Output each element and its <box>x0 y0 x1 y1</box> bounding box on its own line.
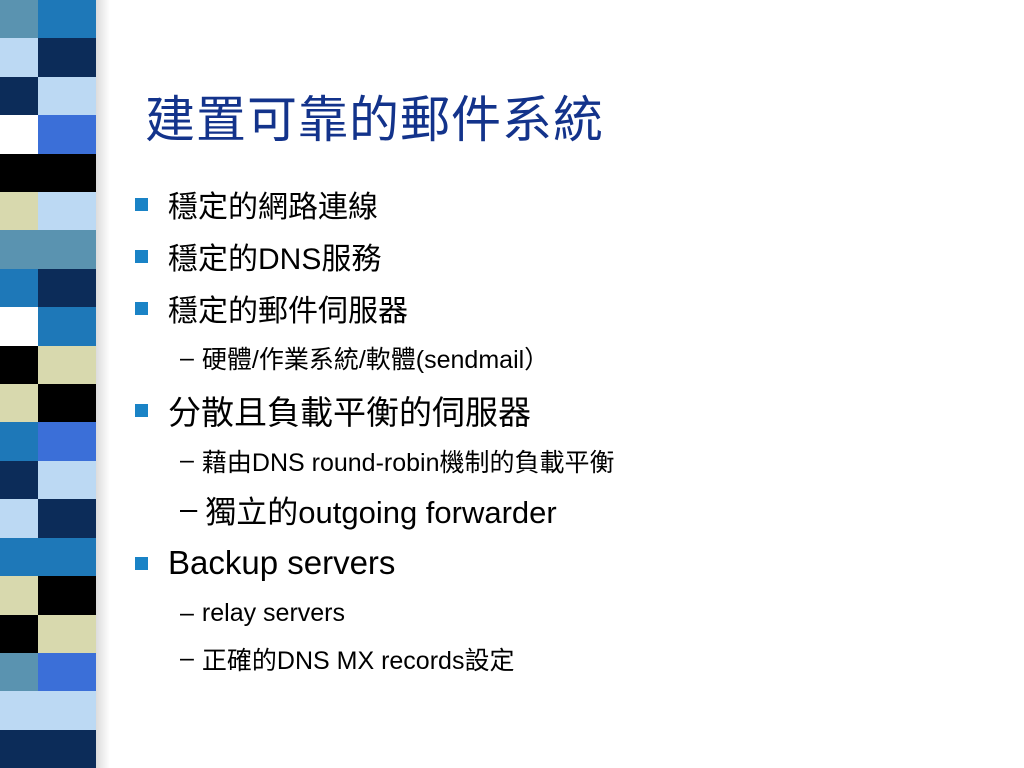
list-item: 穩定的網路連線 <box>135 178 995 230</box>
strip-block <box>38 153 96 193</box>
sub-list-item: – 獨立的outgoing forwarder <box>135 483 995 535</box>
strip-block <box>38 307 96 346</box>
strip-block <box>0 230 38 269</box>
strip-block <box>0 614 38 653</box>
strip-inner-column <box>38 0 96 768</box>
list-item: 分散且負載平衡的伺服器 <box>135 382 995 438</box>
strip-block <box>38 76 96 116</box>
slide-title: 建置可靠的郵件系統 <box>145 91 604 149</box>
list-item-text: 穩定的DNS服務 <box>168 243 382 276</box>
strip-block <box>0 499 38 538</box>
square-bullet-icon <box>135 403 148 417</box>
strip-block <box>38 614 96 653</box>
square-bullet-icon <box>135 249 148 263</box>
strip-block <box>38 0 96 39</box>
strip-block <box>38 38 96 77</box>
strip-block <box>0 307 38 346</box>
strip-block <box>0 537 38 577</box>
sub-list-item-text: 獨立的outgoing forwarder <box>205 494 557 530</box>
strip-block <box>38 499 96 538</box>
strip-block <box>38 384 96 423</box>
decorative-side-strip <box>0 0 110 768</box>
dash-bullet: – <box>180 644 194 672</box>
dash-bullet: – <box>180 343 194 372</box>
strip-block <box>38 460 96 500</box>
strip-block <box>38 652 96 692</box>
list-item-text: 分散且負載平衡的伺服器 <box>168 394 531 431</box>
bullet-list: 穩定的網路連線 穩定的DNS服務 穩定的郵件伺服器 – 硬體/作業系統/軟體(s… <box>135 178 995 681</box>
sub-list-item: – 正確的DNS MX records設定 <box>135 636 995 681</box>
sub-list-item: – relay servers <box>135 591 995 636</box>
strip-block <box>0 153 38 193</box>
list-item-text: Backup servers <box>168 544 396 581</box>
dash-bullet: – <box>180 599 194 627</box>
sub-list-item: – 硬體/作業系統/軟體(sendmail） <box>135 334 995 382</box>
strip-block <box>0 76 38 116</box>
strip-block <box>0 729 38 768</box>
square-bullet-icon <box>135 197 148 211</box>
dash-bullet: – <box>180 491 198 526</box>
strip-block <box>38 537 96 577</box>
strip-shadow <box>96 0 110 768</box>
strip-block <box>0 691 38 730</box>
strip-block <box>0 576 38 615</box>
strip-block <box>0 38 38 77</box>
strip-block <box>0 384 38 423</box>
strip-block <box>0 345 38 385</box>
list-item: 穩定的郵件伺服器 <box>135 282 995 334</box>
list-item-text: 穩定的郵件伺服器 <box>168 295 408 328</box>
list-item: 穩定的DNS服務 <box>135 230 995 282</box>
strip-block <box>38 345 96 385</box>
strip-block <box>0 652 38 692</box>
strip-block <box>0 192 38 231</box>
strip-block <box>38 729 96 768</box>
square-bullet-icon <box>135 556 148 570</box>
sub-list-item: – 藉由DNS round-robin機制的負載平衡 <box>135 438 995 483</box>
strip-block <box>0 268 38 308</box>
list-item: Backup servers <box>135 535 995 591</box>
square-bullet-icon <box>135 301 148 315</box>
list-item-text: 穩定的網路連線 <box>168 191 378 224</box>
sub-list-item-text: relay servers <box>201 599 345 627</box>
strip-block <box>0 0 38 39</box>
strip-block <box>38 691 96 730</box>
strip-block <box>38 230 96 269</box>
sub-list-item-text: 硬體/作業系統/軟體(sendmail） <box>201 346 550 374</box>
strip-block <box>38 576 96 615</box>
sub-list-item-text: 藉由DNS round-robin機制的負載平衡 <box>201 448 615 477</box>
dash-bullet: – <box>180 446 194 474</box>
strip-block <box>0 422 38 461</box>
strip-block <box>0 460 38 500</box>
strip-block <box>38 268 96 308</box>
strip-block <box>38 422 96 461</box>
strip-block <box>0 115 38 154</box>
strip-block <box>38 115 96 154</box>
strip-block <box>38 192 96 231</box>
sub-list-item-text: 正確的DNS MX records設定 <box>201 646 515 675</box>
strip-outer-column <box>0 0 38 768</box>
